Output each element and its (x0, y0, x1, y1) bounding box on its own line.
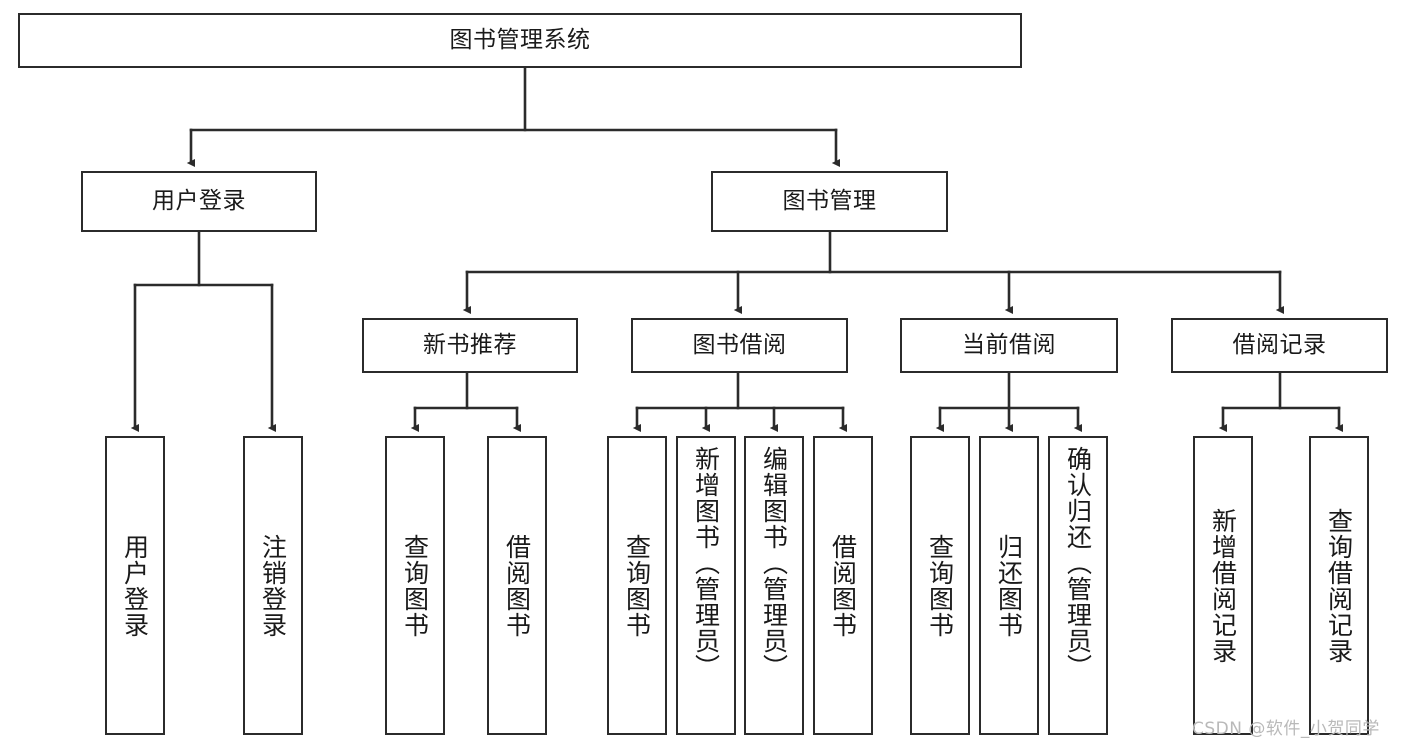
node-label: 查询图书 (400, 533, 430, 638)
node-label: 当前借阅 (962, 331, 1056, 358)
node-leaf-user-login[interactable]: 用户登录 (105, 436, 165, 735)
node-label: 注销登录 (258, 533, 288, 638)
node-leaf-confirm-return-admin[interactable]: 确认归还（管理员） (1048, 436, 1108, 735)
node-label: 查询图书 (622, 533, 652, 638)
node-current-borrow[interactable]: 当前借阅 (900, 318, 1118, 373)
node-leaf-query-borrow-record[interactable]: 查询借阅记录 (1309, 436, 1369, 735)
node-borrow-record[interactable]: 借阅记录 (1171, 318, 1388, 373)
node-root-system[interactable]: 图书管理系统 (18, 13, 1022, 68)
node-label: 用户登录 (120, 533, 150, 638)
node-leaf-borrow-book[interactable]: 借阅图书 (813, 436, 873, 735)
node-leaf-add-book-admin[interactable]: 新增图书（管理员） (676, 436, 736, 735)
node-label: 借阅图书 (502, 533, 532, 638)
node-new-book-recommend[interactable]: 新书推荐 (362, 318, 578, 373)
node-label: 图书管理 (782, 187, 877, 214)
node-label: 新书推荐 (423, 331, 517, 358)
node-leaf-query-book-current[interactable]: 查询图书 (910, 436, 970, 735)
node-label: 图书管理系统 (449, 26, 591, 53)
node-label: 新增借阅记录 (1208, 507, 1238, 664)
node-label: 借阅图书 (828, 533, 858, 638)
node-user-login-module[interactable]: 用户登录 (81, 171, 317, 232)
node-leaf-query-book-recommend[interactable]: 查询图书 (385, 436, 445, 735)
node-leaf-user-logout[interactable]: 注销登录 (243, 436, 303, 735)
node-label: 编辑图书（管理员） (759, 446, 789, 680)
node-book-borrow[interactable]: 图书借阅 (631, 318, 848, 373)
node-label: 确认归还（管理员） (1063, 446, 1093, 680)
node-label: 新增图书（管理员） (691, 446, 721, 680)
node-label: 图书借阅 (692, 331, 787, 358)
node-label: 归还图书 (994, 533, 1024, 638)
node-book-manage-module[interactable]: 图书管理 (711, 171, 948, 232)
node-label: 用户登录 (152, 187, 246, 214)
csdn-watermark: CSDN @软件_小贺同学 (1192, 719, 1380, 739)
node-leaf-query-book[interactable]: 查询图书 (607, 436, 667, 735)
node-leaf-edit-book-admin[interactable]: 编辑图书（管理员） (744, 436, 804, 735)
node-leaf-borrow-book-recommend[interactable]: 借阅图书 (487, 436, 547, 735)
node-label: 借阅记录 (1232, 331, 1327, 358)
node-leaf-add-borrow-record[interactable]: 新增借阅记录 (1193, 436, 1253, 735)
node-leaf-return-book[interactable]: 归还图书 (979, 436, 1039, 735)
node-label: 查询借阅记录 (1324, 507, 1354, 664)
node-label: 查询图书 (925, 533, 955, 638)
